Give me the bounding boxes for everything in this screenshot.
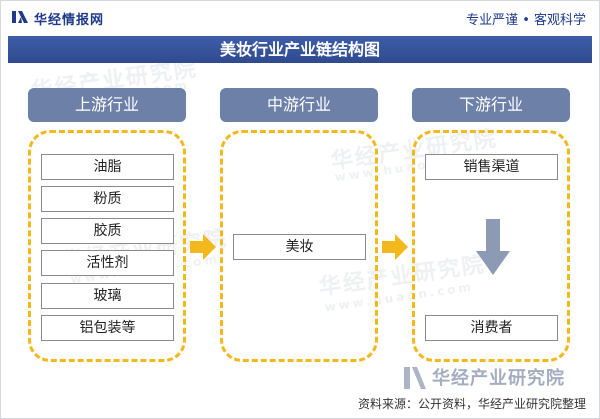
diagram-title: 美妆行业产业链结构图 <box>8 36 592 63</box>
downstream-item-consumer: 消费者 <box>425 315 558 341</box>
brand-logo-icon <box>12 11 28 23</box>
upstream-container <box>28 130 186 362</box>
right-arrow-icon <box>382 234 408 260</box>
midstream-header: 中游行业 <box>220 88 378 122</box>
upstream-item: 胶质 <box>41 218 174 244</box>
top-bar: 华经情报网 专业严谨 • 客观科学 <box>0 0 600 34</box>
midstream-container <box>220 130 378 362</box>
downstream-container <box>412 130 570 362</box>
footer-brand: 华经产业研究院 <box>432 368 565 389</box>
midstream-item: 美妆 <box>233 234 366 260</box>
brand-name: 华经情报网 <box>34 13 105 28</box>
upstream-item: 油脂 <box>41 154 174 180</box>
upstream-item: 粉质 <box>41 186 174 212</box>
downstream-header: 下游行业 <box>412 88 570 122</box>
slogan: 专业严谨 • 客观科学 <box>466 13 586 28</box>
downstream-item-channel: 销售渠道 <box>425 154 558 180</box>
right-arrow-icon <box>190 234 216 260</box>
footer-logo-icon <box>404 367 426 389</box>
upstream-item: 活性剂 <box>41 250 174 276</box>
source-note: 资料来源：公开资料，华经产业研究院整理 <box>357 397 586 411</box>
down-arrow-icon <box>476 219 510 275</box>
upstream-item: 玻璃 <box>41 283 174 309</box>
upstream-header: 上游行业 <box>28 88 186 122</box>
upstream-item: 铝包装等 <box>41 315 174 341</box>
